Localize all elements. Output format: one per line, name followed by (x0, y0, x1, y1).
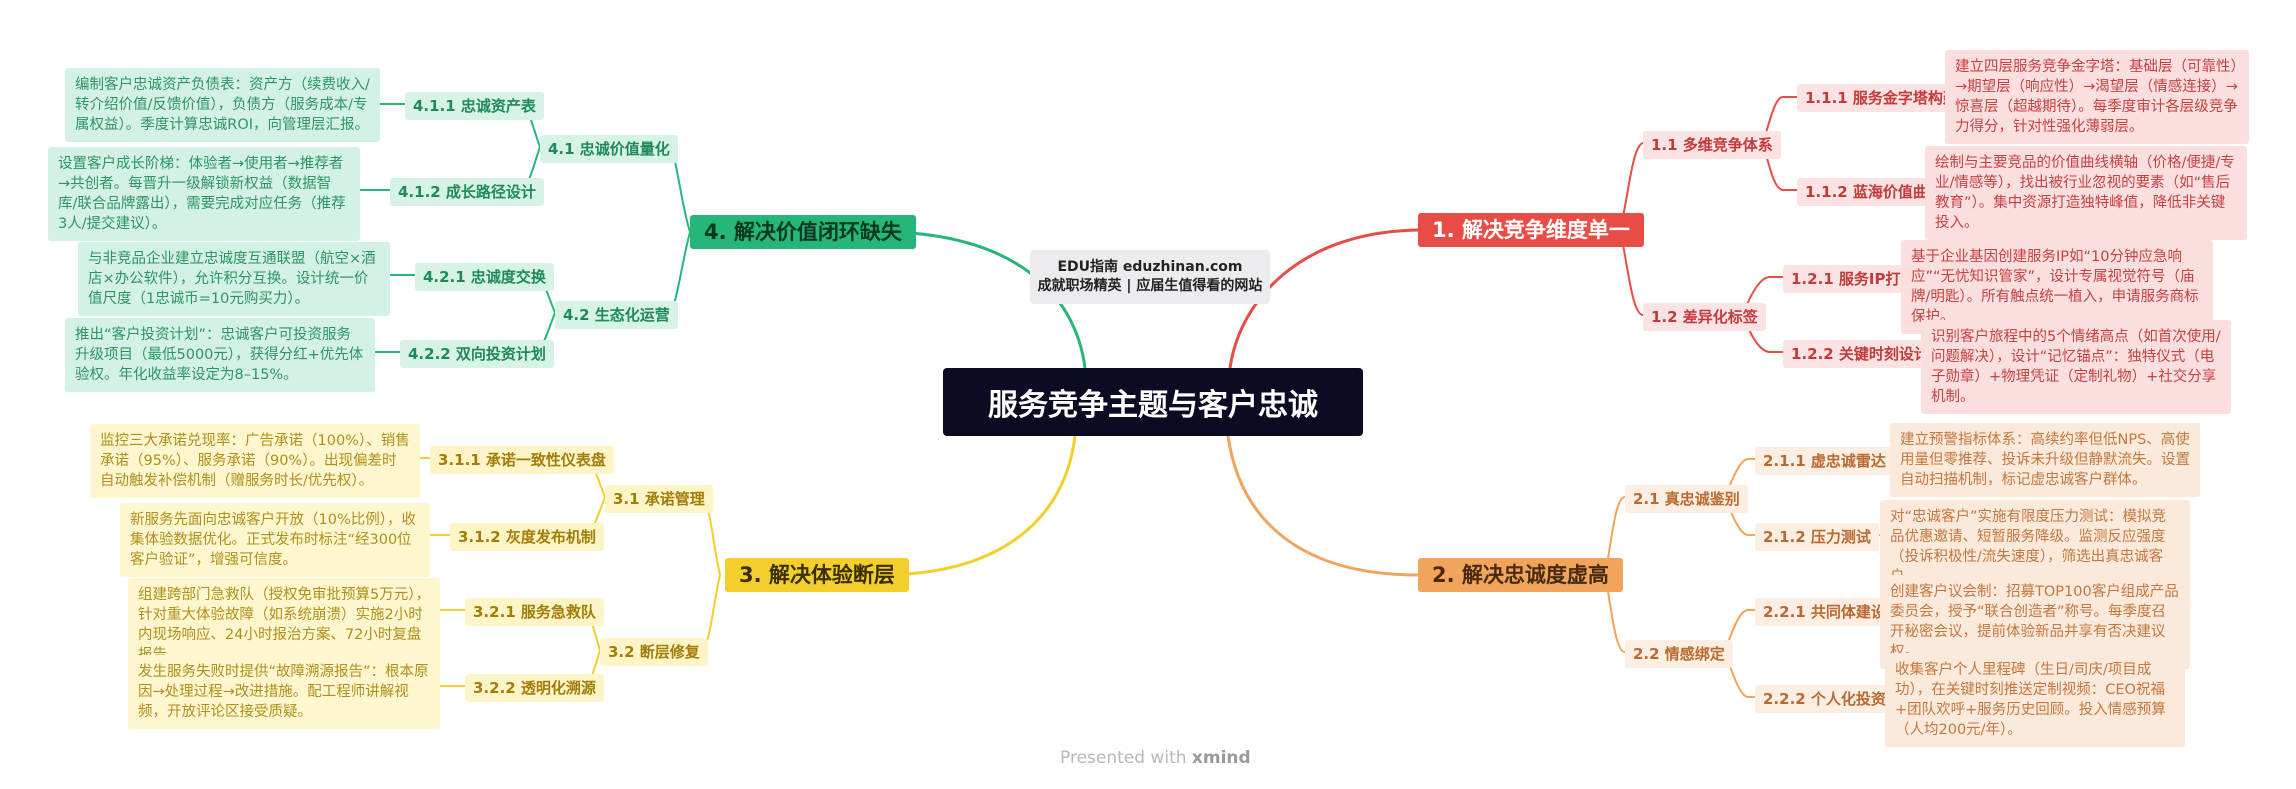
note-3-2-2: 发生服务失败时提供“故障溯源报告”：根本原因→处理过程→改进措施。配工程师讲解视… (128, 655, 440, 729)
subtopic-1-2[interactable]: 1.2 差异化标签 (1643, 303, 1766, 331)
main-topic-1[interactable]: 1. 解决竞争维度单一 (1418, 213, 1644, 247)
subtopic-3-2-2[interactable]: 3.2.2 透明化溯源 (465, 674, 604, 702)
subtopic-3-1-1[interactable]: 3.1.1 承诺一致性仪表盘 (430, 446, 614, 474)
subtopic-1-2-2[interactable]: 1.2.2 关键时刻设计 (1783, 340, 1937, 368)
central-topic[interactable]: 服务竞争主题与客户忠诚 (943, 368, 1363, 436)
note-4-2-2: 推出“客户投资计划”：忠诚客户可投资服务升级项目（最低5000元），获得分红+优… (65, 318, 375, 392)
note-2-2-2: 收集客户个人里程碑（生日/司庆/项目成功），在关键时刻推送定制视频：CEO祝福+… (1885, 653, 2185, 747)
subtopic-4-2-1[interactable]: 4.2.1 忠诚度交换 (415, 263, 554, 291)
subtopic-2-2-2[interactable]: 2.2.2 个人化投资 (1755, 685, 1894, 713)
note-1-2-2: 识别客户旅程中的5个情绪高点（如首次使用/问题解决），设计“记忆锚点”：独特仪式… (1921, 320, 2231, 414)
subtopic-3-2[interactable]: 3.2 断层修复 (600, 638, 708, 666)
note-3-1-1: 监控三大承诺兑现率：广告承诺（100%）、销售承诺（95%）、服务承诺（90%）… (90, 424, 420, 498)
main-topic-2[interactable]: 2. 解决忠诚度虚高 (1418, 558, 1623, 592)
subtopic-2-1-2[interactable]: 2.1.2 压力测试 (1755, 523, 1879, 551)
note-4-2-1: 与非竞品企业建立忠诚度互通联盟（航空×酒店×办公软件），允许积分互换。设计统一价… (78, 242, 390, 316)
subtopic-4-1-2[interactable]: 4.1.2 成长路径设计 (390, 178, 544, 206)
subtopic-4-1[interactable]: 4.1 忠诚价值量化 (540, 135, 678, 163)
subtopic-1-1-1[interactable]: 1.1.1 服务金字塔构建 (1797, 84, 1966, 112)
subtopic-3-1-2[interactable]: 3.1.2 灰度发布机制 (450, 523, 604, 551)
subtopic-4-2-2[interactable]: 4.2.2 双向投资计划 (400, 340, 554, 368)
subtopic-2-2[interactable]: 2.2 情感绑定 (1625, 640, 1733, 668)
note-2-1-1: 建立预警指标体系：高续约率但低NPS、高使用量但零推荐、投诉未升级但静默流失。设… (1890, 423, 2200, 497)
main-topic-3[interactable]: 3. 解决体验断层 (725, 558, 909, 592)
subtopic-4-2[interactable]: 4.2 生态化运营 (555, 301, 678, 329)
subtopic-1-1[interactable]: 1.1 多维竞争体系 (1643, 131, 1781, 159)
watermark-line2: 成就职场精英 | 应届生值得看的网站 (1037, 278, 1263, 294)
subtopic-3-1[interactable]: 3.1 承诺管理 (605, 485, 713, 513)
note-4-1-2: 设置客户成长阶梯：体验者→使用者→推荐者→共创者。每晋升一级解锁新权益（数据智库… (48, 147, 360, 241)
subtopic-3-2-1[interactable]: 3.2.1 服务急救队 (465, 598, 604, 626)
footer-prefix: Presented with (1060, 748, 1192, 768)
subtopic-1-1-2[interactable]: 1.1.2 蓝海价值曲线 (1797, 178, 1951, 206)
note-4-1-1: 编制客户忠诚资产负债表：资产方（续费收入/转介绍价值/反馈价值），负债方（服务成… (65, 68, 380, 142)
main-topic-4[interactable]: 4. 解决价值闭环缺失 (690, 215, 916, 249)
subtopic-2-1-1[interactable]: 2.1.1 虚忠诚雷达 (1755, 447, 1894, 475)
note-1-2-1: 基于企业基因创建服务IP如“10分钟应急响应”“无忧知识管家”，设计专属视觉符号… (1901, 240, 2213, 334)
footer-brand: xmind (1191, 748, 1251, 768)
subtopic-1-2-1[interactable]: 1.2.1 服务IP打造 (1783, 265, 1924, 293)
subtopic-4-1-1[interactable]: 4.1.1 忠诚资产表 (405, 92, 544, 120)
note-3-1-2: 新服务先面向忠诚客户开放（10%比例），收集体验数据优化。正式发布时标注“经30… (120, 503, 430, 577)
footer-credit: Presented with xmind (1060, 748, 1251, 768)
note-1-1-1: 建立四层服务竞争金字塔：基础层（可靠性）→期望层（响应性）→渴望层（情感连接）→… (1945, 50, 2249, 144)
subtopic-2-2-1[interactable]: 2.2.1 共同体建设 (1755, 598, 1894, 626)
note-1-1-2: 绘制与主要竞品的价值曲线横轴（价格/便捷/专业/情感等），找出被行业忽视的要素（… (1925, 146, 2247, 240)
subtopic-2-1[interactable]: 2.1 真忠诚鉴别 (1625, 485, 1748, 513)
watermark-line1: EDU指南 eduzhinan.com (1057, 259, 1243, 275)
watermark-card: EDU指南 eduzhinan.com 成就职场精英 | 应届生值得看的网站 (1030, 250, 1270, 304)
